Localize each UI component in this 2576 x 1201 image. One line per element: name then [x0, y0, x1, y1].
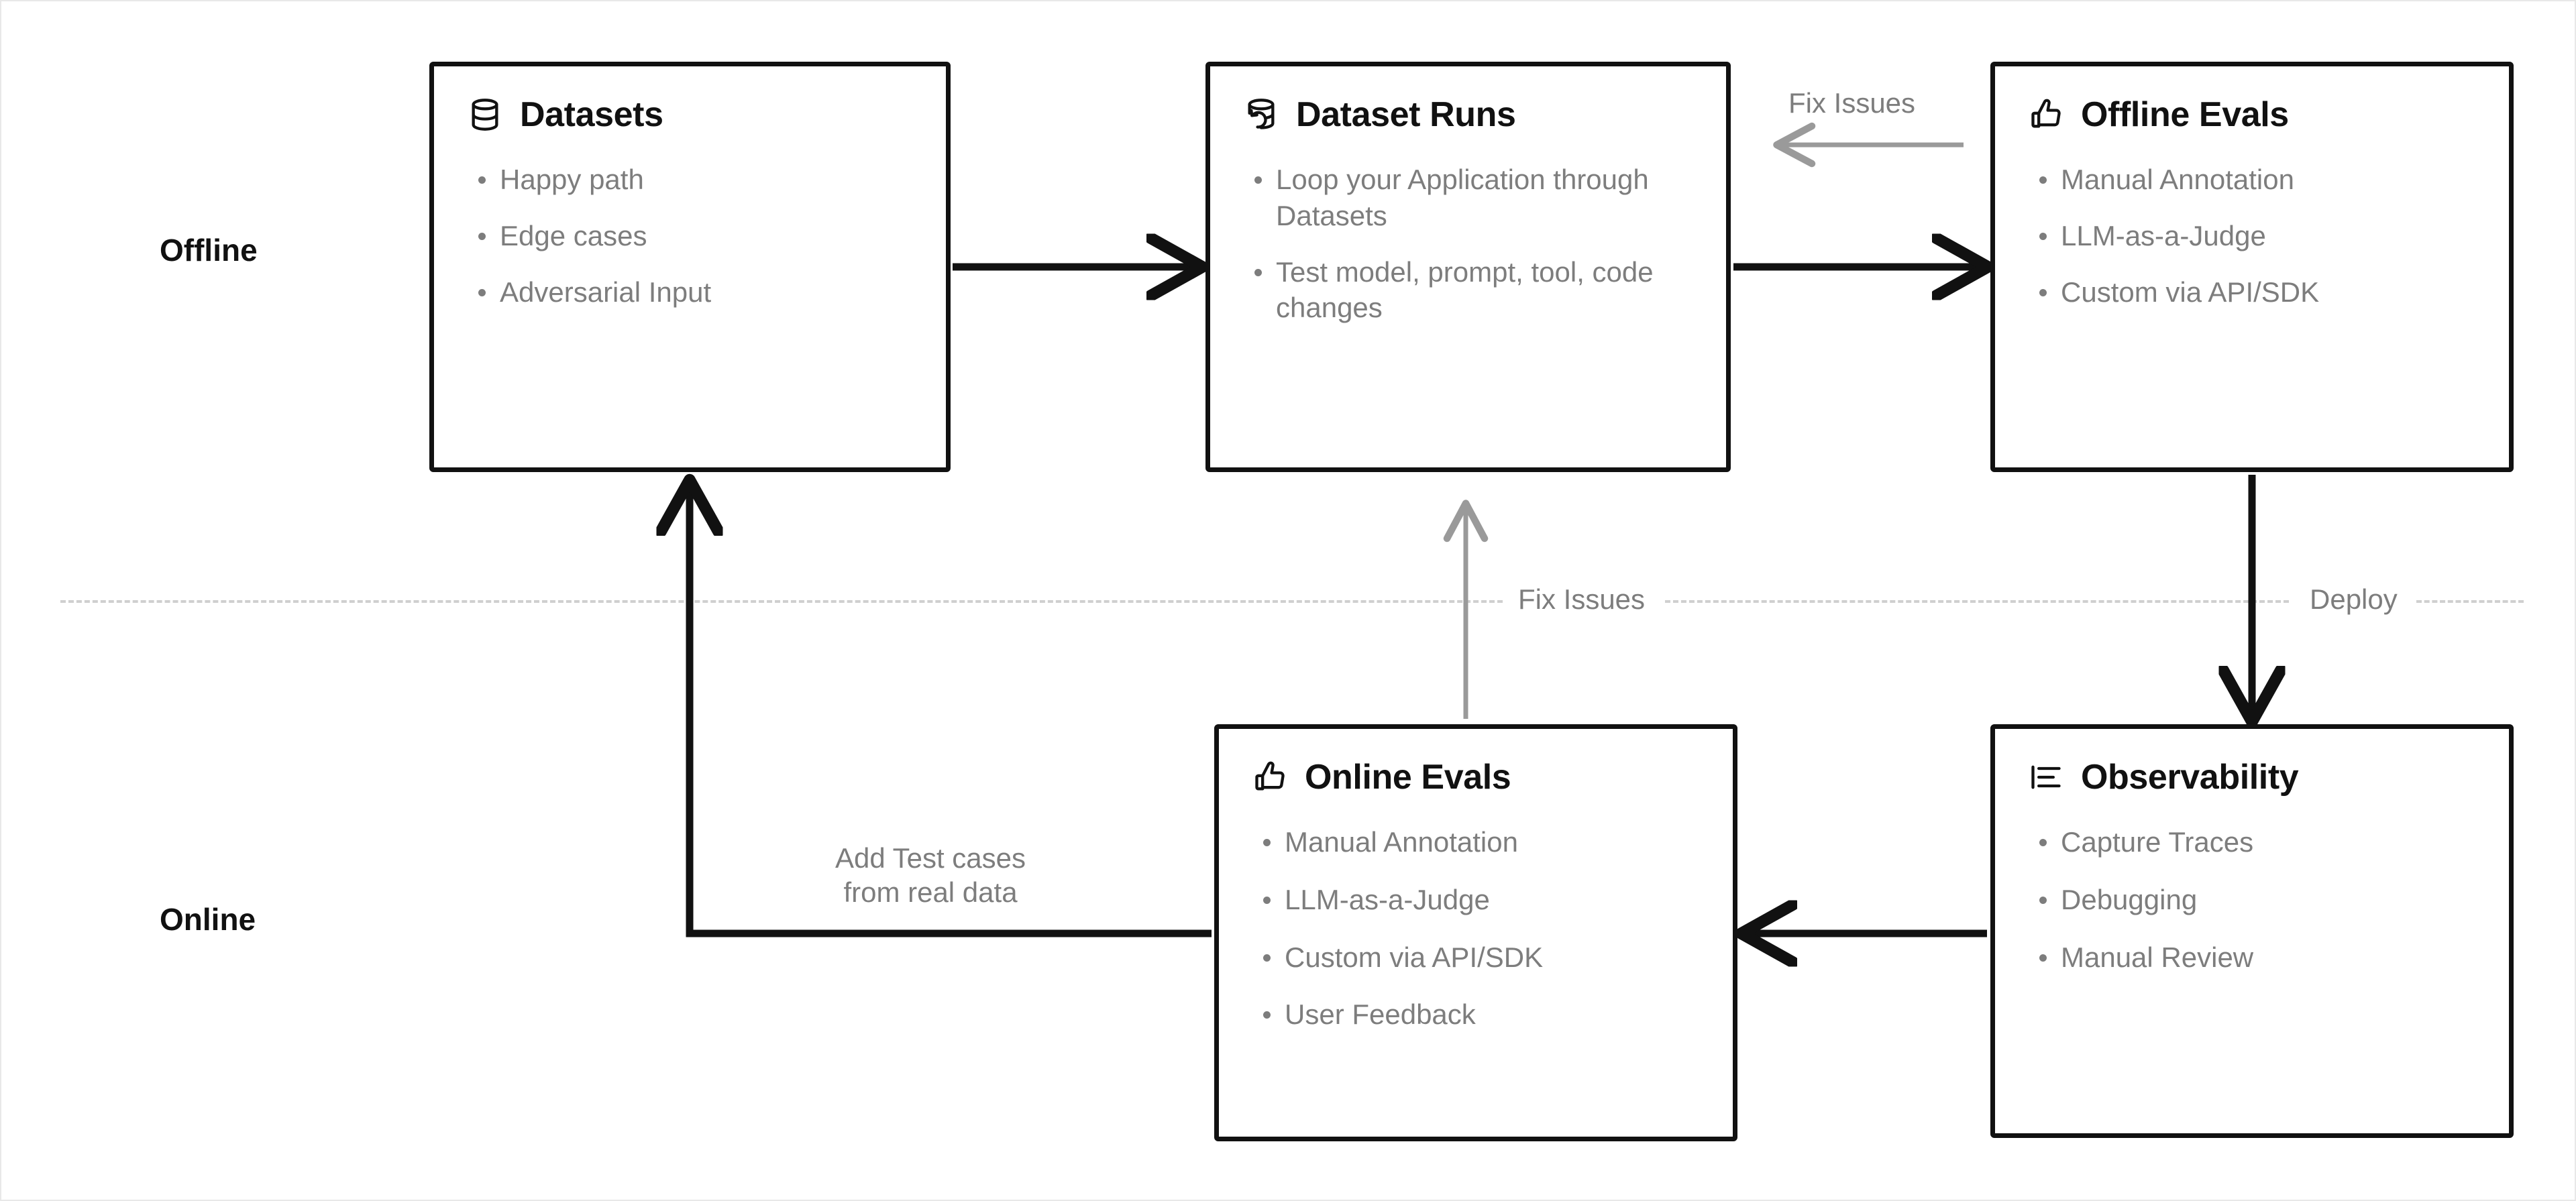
list-item: Loop your Application through Datasets [1244, 162, 1695, 234]
node-observability-list: Capture Traces Debugging Manual Review [2029, 824, 2478, 975]
list-item: Edge cases [468, 218, 915, 254]
node-datasets[interactable]: Datasets Happy path Edge cases Adversari… [429, 62, 951, 472]
node-dataset-runs-list: Loop your Application through Datasets T… [1244, 162, 1695, 326]
offline-online-divider-right [2416, 600, 2524, 603]
edge-label-add-test-cases: Add Test cases from real data [816, 841, 1044, 909]
node-online-evals-list: Manual Annotation LLM-as-a-Judge Custom … [1252, 824, 1702, 1033]
node-datasets-list: Happy path Edge cases Adversarial Input [468, 162, 915, 310]
list-item: Manual Annotation [1252, 824, 1702, 860]
row-label-online: Online [160, 902, 256, 937]
list-item: Manual Review [2029, 939, 2478, 976]
node-online-evals[interactable]: Online Evals Manual Annotation LLM-as-a-… [1214, 724, 1737, 1141]
node-datasets-title: Datasets [520, 95, 663, 134]
edge-label-fix-issues-middle: Fix Issues [1507, 582, 1656, 617]
node-observability-header: Observability [2029, 760, 2478, 795]
list-item: Happy path [468, 162, 915, 198]
list-item: Custom via API/SDK [1252, 939, 1702, 976]
list-item: User Feedback [1252, 996, 1702, 1033]
node-online-evals-header: Online Evals [1252, 760, 1702, 795]
list-tree-icon [2029, 760, 2063, 795]
list-item: LLM-as-a-Judge [2029, 218, 2478, 254]
node-offline-evals-list: Manual Annotation LLM-as-a-Judge Custom … [2029, 162, 2478, 310]
list-item: Test model, prompt, tool, code changes [1244, 254, 1695, 327]
node-dataset-runs-header: Dataset Runs [1244, 97, 1695, 132]
node-online-evals-title: Online Evals [1305, 758, 1511, 797]
row-label-offline: Offline [160, 233, 258, 268]
node-offline-evals[interactable]: Offline Evals Manual Annotation LLM-as-a… [1990, 62, 2514, 472]
node-datasets-header: Datasets [468, 97, 915, 132]
node-dataset-runs-title: Dataset Runs [1296, 95, 1516, 134]
thumbs-up-icon [1252, 760, 1287, 795]
database-icon [468, 97, 502, 132]
list-item: Adversarial Input [468, 274, 915, 310]
node-observability-title: Observability [2081, 758, 2299, 797]
edge-label-fix-issues-top: Fix Issues [1788, 87, 1916, 119]
list-item: Debugging [2029, 882, 2478, 918]
list-item: Manual Annotation [2029, 162, 2478, 198]
add-test-cases-line-1: Add Test cases [835, 842, 1026, 874]
add-test-cases-line-2: from real data [843, 876, 1018, 909]
node-observability[interactable]: Observability Capture Traces Debugging M… [1990, 724, 2514, 1138]
offline-online-divider-middle [1665, 600, 2289, 603]
list-item: LLM-as-a-Judge [1252, 882, 1702, 918]
edge-label-deploy: Deploy [2299, 582, 2408, 617]
database-backup-icon [1244, 97, 1279, 132]
node-offline-evals-header: Offline Evals [2029, 97, 2478, 132]
list-item: Capture Traces [2029, 824, 2478, 860]
list-item: Custom via API/SDK [2029, 274, 2478, 310]
node-offline-evals-title: Offline Evals [2081, 95, 2289, 134]
offline-online-divider-left [60, 600, 1503, 603]
node-dataset-runs[interactable]: Dataset Runs Loop your Application throu… [1205, 62, 1731, 472]
thumbs-up-icon [2029, 97, 2063, 132]
